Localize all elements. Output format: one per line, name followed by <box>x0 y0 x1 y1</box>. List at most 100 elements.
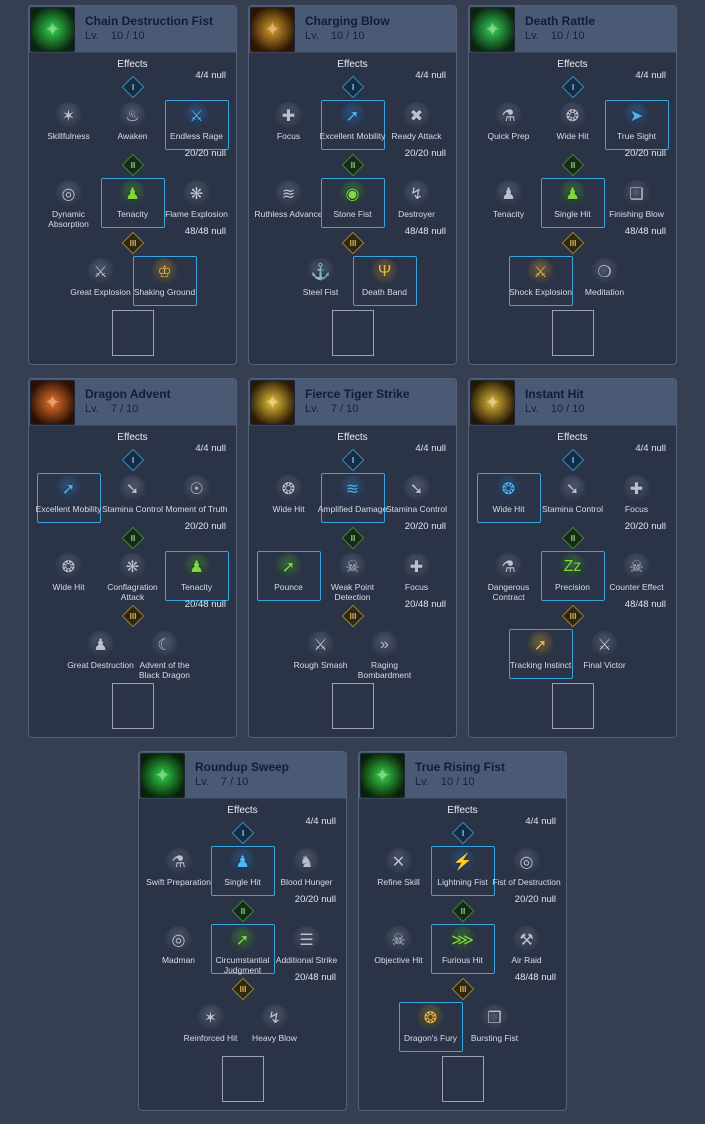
skill-option-wide-hit[interactable]: ❂Wide Hit <box>476 473 541 523</box>
skill-option-objective-hit[interactable]: ☠Objective Hit <box>367 924 431 974</box>
empty-skill-slot[interactable] <box>111 310 154 356</box>
empty-skill-slot[interactable] <box>551 683 594 729</box>
skill-option-quick-prep[interactable]: ⚗Quick Prep <box>477 100 541 150</box>
skill-option-furious-hit[interactable]: ⋙Furious Hit <box>430 924 495 974</box>
skill-option-swift-preparation[interactable]: ⚗Swift Preparation <box>146 846 211 896</box>
skill-option-bursting-fist[interactable]: ❒Bursting Fist <box>463 1002 527 1052</box>
quick-prep-icon: ⚗ <box>495 102 522 129</box>
skill-option-dangerous-contract[interactable]: ⚗Dangerous Contract <box>477 551 541 602</box>
tracking-instinct-icon: ➚ <box>527 631 554 658</box>
skill-option-additional-strike[interactable]: ☰Additional Strike <box>275 924 339 974</box>
empty-skill-slot[interactable] <box>551 310 594 356</box>
skill-option-focus[interactable]: ✚Focus <box>605 473 669 523</box>
level-value: 7 / 10 <box>330 403 359 415</box>
skill-option-ready-attack[interactable]: ✖Ready Attack <box>385 100 449 150</box>
skill-option-tenacity[interactable]: ♟Tenacity <box>100 178 165 228</box>
tier-1-diamond-icon: I <box>561 448 584 472</box>
skill-option-lightning-fist[interactable]: ⚡Lightning Fist <box>430 846 495 896</box>
skill-option-tenacity[interactable]: ♟Tenacity <box>164 551 229 601</box>
skill-option-skillfulness[interactable]: ✶Skillfulness <box>37 100 101 150</box>
skill-option-awaken[interactable]: ♨Awaken <box>101 100 165 150</box>
skill-option-reinforced-hit[interactable]: ✶Reinforced Hit <box>179 1002 243 1052</box>
skill-label: Madman <box>161 955 196 965</box>
final-victor-icon: ⚔ <box>591 631 618 658</box>
level-prefix-label: Lv. <box>525 403 539 415</box>
skill-option-dragon-s-fury[interactable]: ❂Dragon's Fury <box>398 1002 463 1052</box>
skill-option-destroyer[interactable]: ↯Destroyer <box>385 178 449 228</box>
skill-option-final-victor[interactable]: ⚔Final Victor <box>573 629 637 679</box>
skill-option-stamina-control[interactable]: ➘Stamina Control <box>101 473 165 523</box>
single-hit-icon: ♟ <box>559 180 586 207</box>
skill-option-air-raid[interactable]: ⚒Air Raid <box>495 924 559 974</box>
empty-skill-slot[interactable] <box>331 310 374 356</box>
skill-option-excellent-mobility[interactable]: ➚Excellent Mobility <box>320 100 385 150</box>
weak-point-detection-icon: ☠ <box>339 553 366 580</box>
skill-option-pounce[interactable]: ➚Pounce <box>256 551 321 601</box>
skill-option-finishing-blow[interactable]: ❏Finishing Blow <box>605 178 669 228</box>
skill-option-wide-hit[interactable]: ❂Wide Hit <box>257 473 321 523</box>
skill-option-circumstantial-judgment[interactable]: ➚Circumstantial Judgment <box>210 924 275 975</box>
skill-option-raging-bombardment[interactable]: »Raging Bombardment <box>353 629 417 680</box>
skill-option-shaking-ground[interactable]: ♔Shaking Ground <box>132 256 197 306</box>
empty-skill-slot[interactable] <box>221 1056 264 1102</box>
level-value: 10 / 10 <box>330 30 365 42</box>
skill-option-blood-hunger[interactable]: ♞Blood Hunger <box>275 846 339 896</box>
skill-option-endless-rage[interactable]: ⚔Endless Rage <box>164 100 229 150</box>
skill-option-wide-hit[interactable]: ❂Wide Hit <box>37 551 101 601</box>
skill-option-focus[interactable]: ✚Focus <box>257 100 321 150</box>
empty-skill-slot[interactable] <box>331 683 374 729</box>
skill-option-dynamic-absorption[interactable]: ◎Dynamic Absorption <box>37 178 101 229</box>
skill-option-amplified-damage[interactable]: ≋Amplified Damage <box>318 473 387 523</box>
skill-option-conflagration-attack[interactable]: ❋Conflagration Attack <box>101 551 165 602</box>
empty-skill-slot[interactable] <box>111 683 154 729</box>
skill-option-rough-smash[interactable]: ⚔Rough Smash <box>289 629 353 679</box>
skill-option-wide-hit[interactable]: ❂Wide Hit <box>541 100 605 150</box>
tier-numeral: II <box>130 160 135 170</box>
skill-option-stone-fist[interactable]: ◉Stone Fist <box>320 178 385 228</box>
skill-option-flame-explosion[interactable]: ❋Flame Explosion <box>165 178 229 228</box>
skill-title: Roundup Sweep <box>195 760 289 774</box>
skill-level: Lv.10 / 10 <box>525 29 595 44</box>
skill-option-stamina-control[interactable]: ➘Stamina Control <box>385 473 449 523</box>
skill-option-excellent-mobility[interactable]: ➚Excellent Mobility <box>36 473 101 523</box>
skill-option-advent-of-the-black-dragon[interactable]: ☾Advent of the Black Dragon <box>133 629 197 680</box>
skill-option-single-hit[interactable]: ♟Single Hit <box>210 846 275 896</box>
tier-points-counter: 48/48 null <box>184 226 226 237</box>
skill-option-tenacity[interactable]: ♟Tenacity <box>477 178 541 228</box>
skill-option-focus[interactable]: ✚Focus <box>385 551 449 601</box>
skill-label: Lightning Fist <box>437 877 488 887</box>
skill-option-steel-fist[interactable]: ⚓Steel Fist <box>289 256 353 306</box>
skill-label: Finishing Blow <box>609 209 664 219</box>
skill-option-great-destruction[interactable]: ♟Great Destruction <box>67 629 134 679</box>
skill-option-true-sight[interactable]: ➤True Sight <box>604 100 669 150</box>
skill-option-single-hit[interactable]: ♟Single Hit <box>540 178 605 228</box>
empty-skill-slot[interactable] <box>441 1056 484 1102</box>
skill-option-ruthless-advance[interactable]: ≋Ruthless Advance <box>254 178 323 228</box>
tier-points-counter: 20/48 null <box>294 972 336 983</box>
skill-option-stamina-control[interactable]: ➘Stamina Control <box>541 473 605 523</box>
skill-option-moment-of-truth[interactable]: ☉Moment of Truth <box>165 473 229 523</box>
tier-numeral: II <box>460 906 465 916</box>
skill-option-weak-point-detection[interactable]: ☠Weak Point Detection <box>321 551 385 602</box>
skill-option-meditation[interactable]: ❍Meditation <box>573 256 637 306</box>
skill-row: ✶Skillfulness♨Awaken⚔Endless Rage <box>37 100 229 150</box>
skill-option-madman[interactable]: ◎Madman <box>147 924 211 974</box>
skill-option-great-explosion[interactable]: ⚔Great Explosion <box>69 256 133 306</box>
skill-option-counter-effect[interactable]: ☠Counter Effect <box>605 551 669 601</box>
skill-option-heavy-blow[interactable]: ↯Heavy Blow <box>243 1002 307 1052</box>
skill-option-shock-explosion[interactable]: ⚔Shock Explosion <box>508 256 573 306</box>
skill-option-tracking-instinct[interactable]: ➚Tracking Instinct <box>508 629 573 679</box>
skill-option-refine-skill[interactable]: ✕Refine Skill <box>367 846 431 896</box>
skill-option-fist-of-destruction[interactable]: ◎Fist of Destruction <box>492 846 561 896</box>
